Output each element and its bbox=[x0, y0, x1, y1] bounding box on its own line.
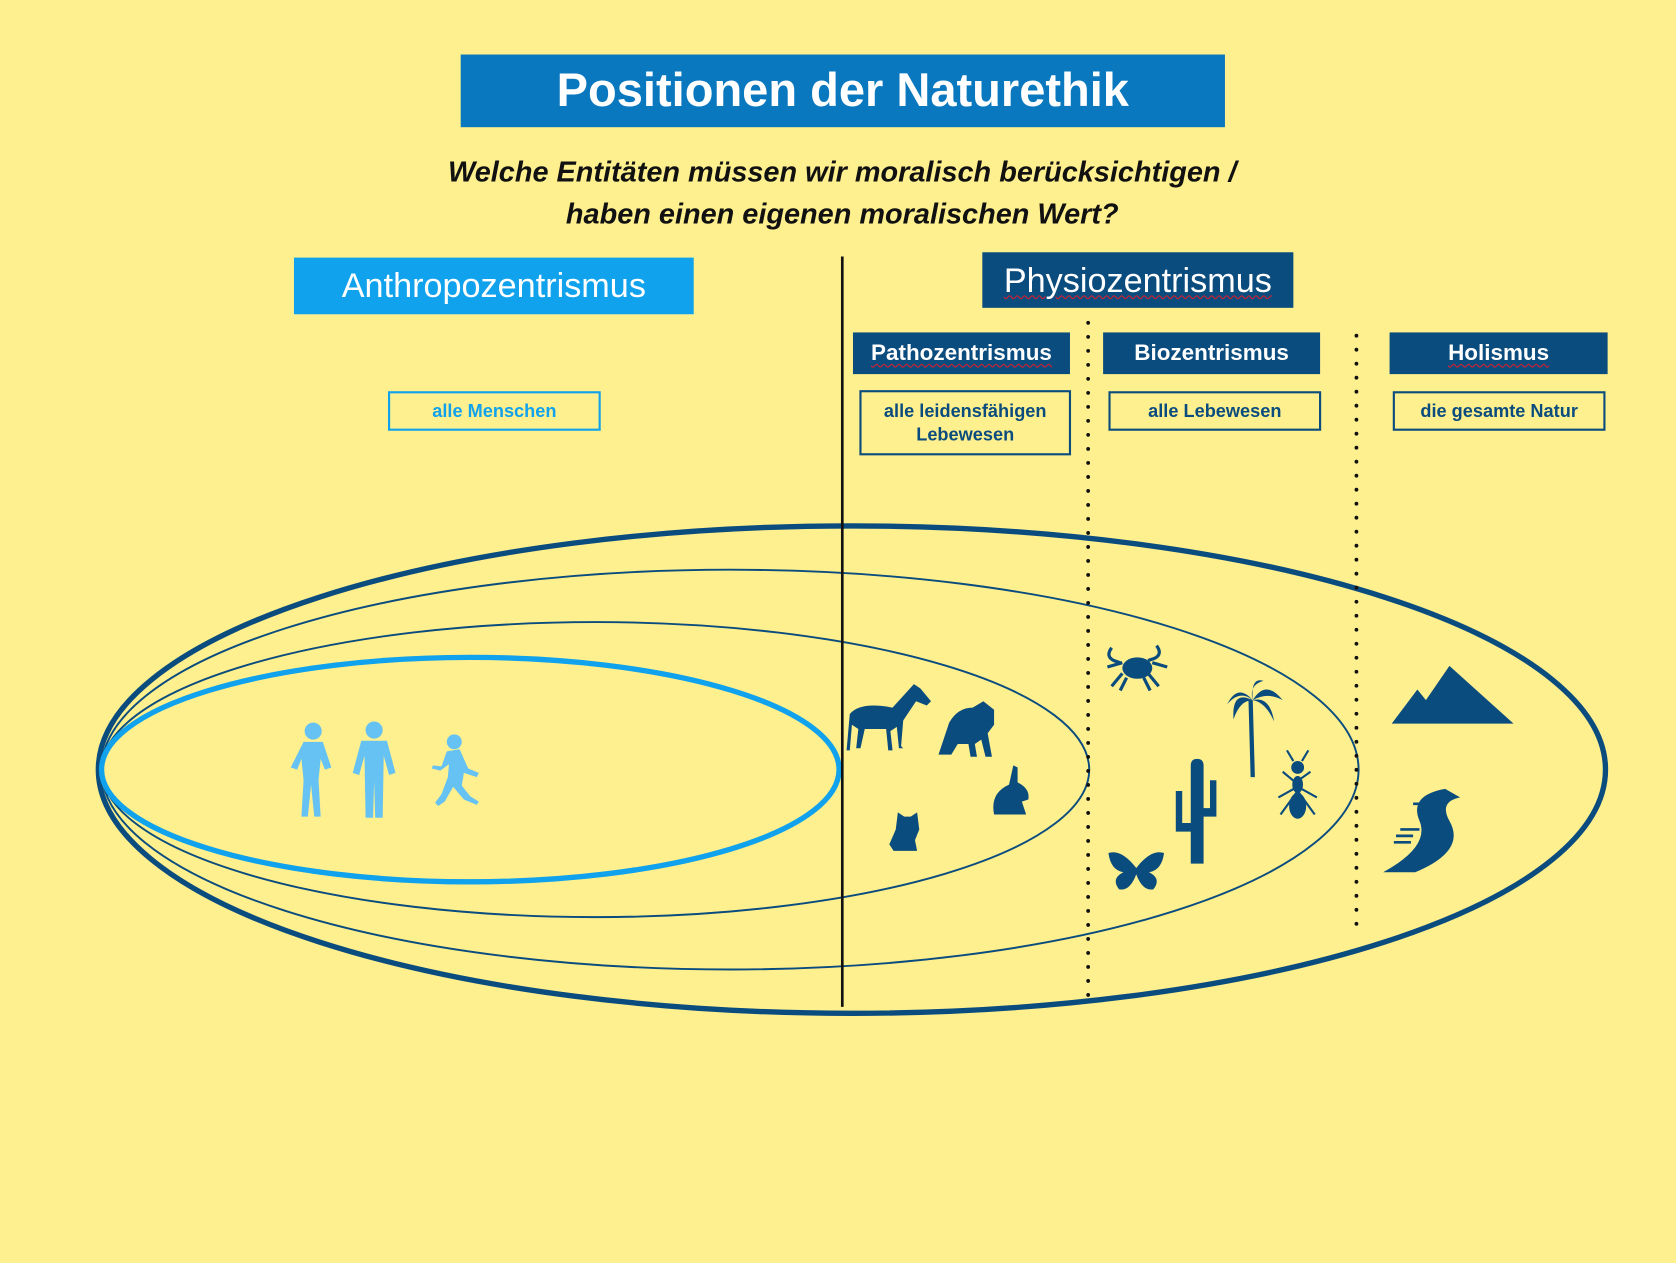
question-line-2: haben einen eigenen moralischen Wert? bbox=[565, 197, 1119, 230]
holism-scope: die gesamte Natur bbox=[1392, 391, 1606, 431]
mountains-icon bbox=[1391, 665, 1514, 724]
woman-icon bbox=[290, 722, 332, 817]
page-title: Positionen der Naturethik bbox=[460, 54, 1225, 128]
pathocentrism-header: Pathozentrismus bbox=[852, 332, 1070, 375]
biocentrism-scope: alle Lebewesen bbox=[1108, 391, 1322, 431]
holism-header: Holismus bbox=[1389, 332, 1608, 375]
cactus-icon bbox=[1175, 758, 1217, 864]
holism-ellipse bbox=[95, 523, 1609, 1016]
pathocentrism-scope: alle leidensfähigen Lebewesen bbox=[859, 390, 1072, 456]
butterfly-icon bbox=[1108, 852, 1165, 890]
crab-icon bbox=[1106, 644, 1168, 692]
gorilla-icon bbox=[938, 701, 995, 757]
rabbit-icon bbox=[993, 765, 1029, 815]
question-line-1: Welche Entitäten müssen wir moralisch be… bbox=[448, 156, 1237, 189]
owl-icon bbox=[889, 812, 920, 851]
horse-icon bbox=[846, 684, 932, 751]
biocentrism-ellipse bbox=[100, 568, 1360, 971]
anthropocentrism-ellipse bbox=[98, 654, 842, 885]
biocentrism-header: Biozentrismus bbox=[1103, 332, 1321, 375]
scope-line: Lebewesen bbox=[916, 423, 1015, 445]
guiding-question: Welche Entitäten müssen wir moralisch be… bbox=[321, 152, 1364, 235]
ant-icon bbox=[1277, 749, 1318, 819]
anthropocentrism-header: Anthropozentrismus bbox=[293, 257, 694, 315]
running-child-icon bbox=[431, 734, 479, 806]
physiocentrism-label: Physiozentrismus bbox=[1003, 260, 1272, 299]
river-icon bbox=[1383, 788, 1461, 873]
palm-tree-icon bbox=[1227, 680, 1283, 778]
holism-label: Holismus bbox=[1448, 340, 1550, 366]
scope-line: alle leidensfähigen bbox=[883, 400, 1047, 421]
physiocentrism-header: Physiozentrismus bbox=[982, 252, 1294, 308]
man-icon bbox=[352, 721, 396, 818]
pathocentrism-label: Pathozentrismus bbox=[871, 340, 1052, 366]
anthropocentrism-scope: alle Menschen bbox=[388, 391, 601, 431]
